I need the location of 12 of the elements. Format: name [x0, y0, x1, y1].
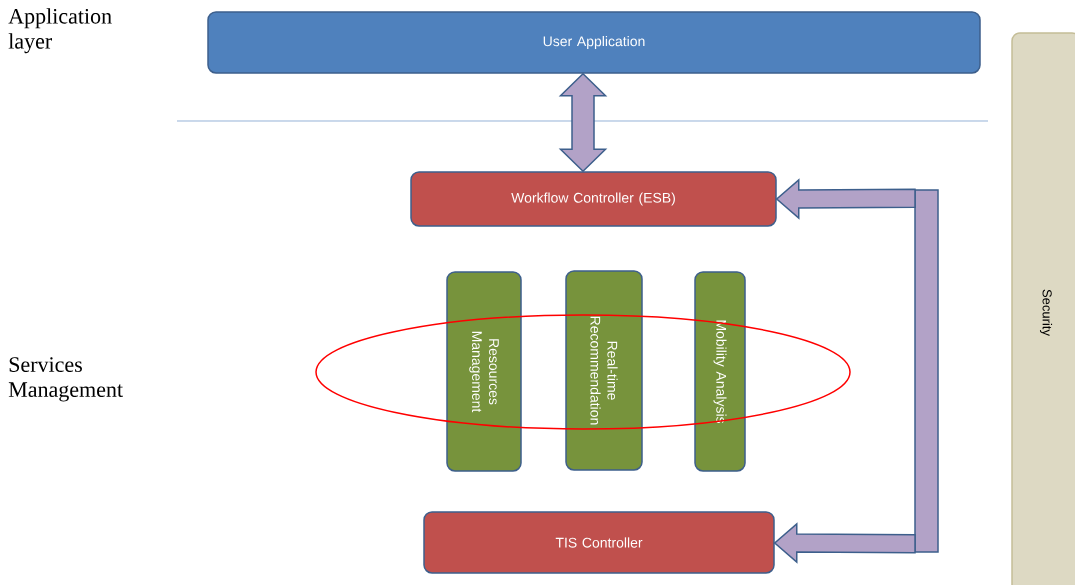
controller-box: Workflow Controller (ESB): [410, 171, 777, 227]
label-text: Services Management: [8, 357, 123, 402]
block-arrow: [773, 522, 916, 564]
connector-bar: [914, 189, 939, 553]
service-box: Real-time Recommendation: [565, 270, 643, 471]
label-text: Application layer: [8, 8, 112, 54]
service-box: Resources Management: [446, 271, 522, 472]
block-arrow: [775, 178, 916, 220]
application-box: User Application: [207, 11, 981, 74]
security-band: Security: [1011, 32, 1075, 585]
controller-box: TIS Controller: [423, 511, 775, 574]
service-box: Mobility Analysis: [694, 271, 746, 472]
